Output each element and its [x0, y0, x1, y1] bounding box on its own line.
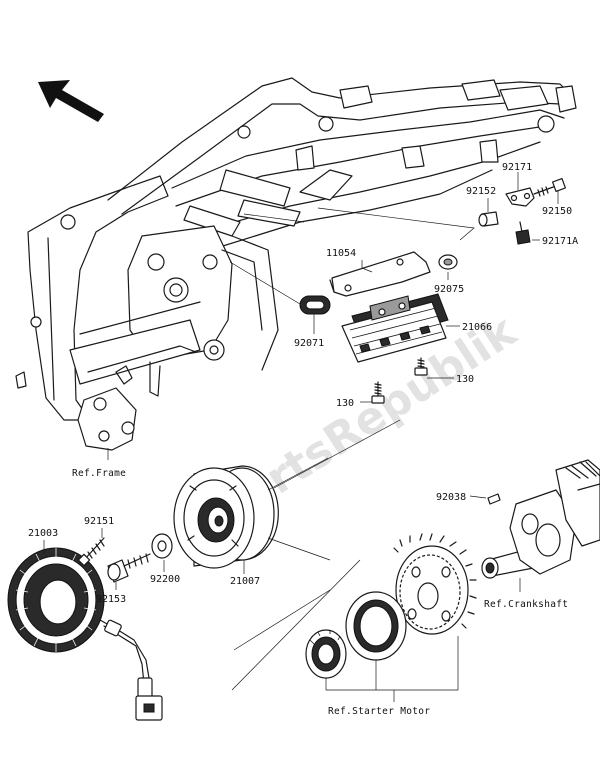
- front-direction-arrow-icon: [38, 80, 104, 122]
- label-130a: 130: [456, 374, 474, 385]
- bolt-130a: [414, 357, 428, 376]
- washer-92200: [151, 533, 173, 559]
- starter-clutch-gear: [393, 533, 477, 635]
- part-labels: 11054 92171 92152 92150 92171A 92075 210…: [28, 162, 578, 717]
- stator-21003: [7, 547, 163, 721]
- label-92075: 92075: [434, 284, 464, 295]
- label-92071: 92071: [294, 338, 324, 349]
- bolt-92150: [533, 177, 567, 197]
- label-92150: 92150: [542, 206, 572, 217]
- label-92038: 92038: [436, 492, 466, 503]
- crankshaft: [481, 459, 600, 579]
- bracket-11054: [329, 251, 431, 297]
- bolt-92151: [77, 537, 105, 567]
- label-92200: 92200: [150, 574, 180, 585]
- frame-assembly: [15, 77, 577, 451]
- label-92171: 92171: [502, 162, 532, 173]
- label-21066: 21066: [462, 322, 492, 333]
- grommet-92071: [299, 295, 331, 315]
- label-92151: 92151: [84, 516, 114, 527]
- label-21007: 21007: [230, 576, 260, 587]
- label-11054: 11054: [326, 248, 356, 259]
- ref-starter-motor-label: Ref.Starter Motor: [328, 706, 430, 717]
- clamp-92171: [505, 187, 535, 207]
- ref-frame-label: Ref.Frame: [72, 468, 126, 479]
- one-way-clutch: [345, 591, 407, 661]
- ref-crankshaft-label: Ref.Crankshaft: [484, 599, 568, 610]
- clamp-92171A: [515, 221, 531, 245]
- rotor-21007: [173, 465, 279, 569]
- label-92153: 92153: [96, 594, 126, 605]
- label-21003: 21003: [28, 528, 58, 539]
- starter-idle-gear: [305, 629, 347, 679]
- collar-92152: [478, 211, 499, 227]
- label-130b: 130: [336, 398, 354, 409]
- collar-92075: [438, 254, 458, 270]
- leader-lines: [43, 172, 559, 702]
- label-92152: 92152: [466, 186, 496, 197]
- regulator-rectifier-21066: [341, 293, 449, 363]
- label-92171A: 92171A: [542, 236, 578, 247]
- woodruff-key-92038: [487, 493, 501, 505]
- bolt-92153: [107, 553, 151, 583]
- bolt-130b: [371, 381, 385, 404]
